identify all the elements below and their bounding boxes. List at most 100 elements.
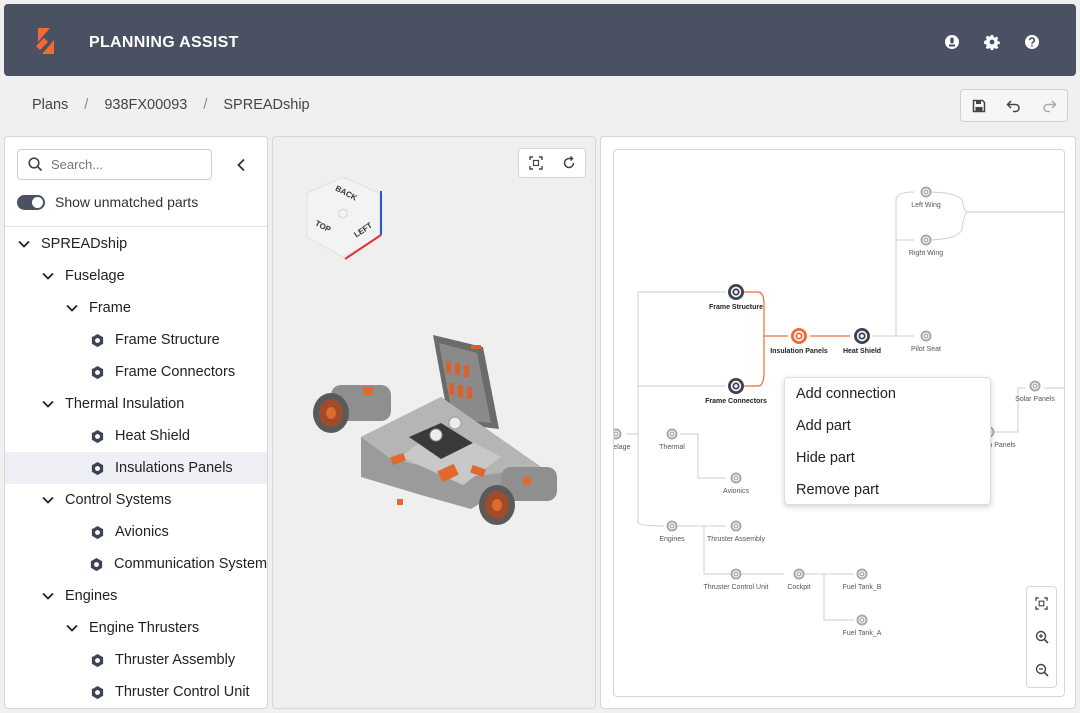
add-connection-menu-item[interactable]: Add connection bbox=[796, 386, 896, 402]
graph-node-label: Solar Panels bbox=[1015, 395, 1055, 403]
tree-item-label: Fuselage bbox=[65, 268, 125, 284]
redo-icon bbox=[1043, 99, 1057, 112]
collapse-panel-button[interactable] bbox=[231, 155, 251, 175]
tree-part-item[interactable]: Thruster Assembly bbox=[5, 644, 267, 676]
tree-item-label: Control Systems bbox=[65, 492, 172, 508]
chevron-down-icon[interactable] bbox=[65, 621, 79, 635]
chevron-down-icon[interactable] bbox=[41, 397, 55, 411]
graph-node-fuselage[interactable] bbox=[614, 428, 622, 440]
tree-group-item[interactable]: SPREADship bbox=[5, 228, 267, 260]
tree-item-label: Communication Systems bbox=[114, 556, 268, 572]
app-header: PLANNING ASSIST bbox=[4, 4, 1076, 76]
zoom-in-button[interactable] bbox=[1027, 620, 1056, 653]
chevron-down-icon[interactable] bbox=[41, 493, 55, 507]
add-part-menu-item[interactable]: Add part bbox=[796, 418, 851, 434]
tree-group-item[interactable]: Fuselage bbox=[5, 260, 267, 292]
show-unmatched-label: Show unmatched parts bbox=[55, 194, 199, 210]
tree-part-item[interactable]: Avionics bbox=[5, 516, 267, 548]
spaceship-3d-model[interactable] bbox=[301, 327, 571, 537]
tree-item-label: Thruster Assembly bbox=[115, 652, 236, 668]
graph-node-solar-panels[interactable] bbox=[1029, 380, 1041, 392]
graph-node-engines[interactable] bbox=[666, 520, 678, 532]
tree-part-item[interactable]: Thruster Control Unit bbox=[5, 676, 267, 708]
tree-item-label: Avionics bbox=[115, 524, 169, 540]
graph-node-label: Frame Structure bbox=[708, 304, 764, 311]
graph-node-thruster-control-unit[interactable] bbox=[730, 568, 742, 580]
fit-graph-button[interactable] bbox=[1027, 587, 1056, 620]
graph-node-left-wing[interactable] bbox=[920, 186, 932, 198]
graph-node-cockpit[interactable] bbox=[793, 568, 805, 580]
reset-view-button[interactable] bbox=[552, 149, 585, 177]
graph-node-label: Cockpit bbox=[787, 583, 811, 591]
graph-node-label: Heat Shield bbox=[842, 348, 882, 355]
hide-part-menu-item[interactable]: Hide part bbox=[796, 450, 855, 466]
part-hex-icon bbox=[89, 332, 105, 348]
tree-part-item[interactable]: Insulations Panels bbox=[5, 452, 267, 484]
chevron-left-icon bbox=[237, 158, 245, 172]
help-icon[interactable] bbox=[1022, 32, 1042, 52]
zoom-out-button[interactable] bbox=[1027, 654, 1056, 687]
graph-node-label: Frame Connectors bbox=[705, 398, 767, 405]
tree-part-item[interactable]: Frame Connectors bbox=[5, 356, 267, 388]
gear-icon[interactable] bbox=[982, 32, 1002, 52]
graph-node-markers bbox=[614, 186, 1041, 626]
tree-item-label: Frame bbox=[89, 300, 131, 316]
graph-node-thruster-assembly[interactable] bbox=[730, 520, 742, 532]
search-input[interactable] bbox=[51, 157, 201, 172]
chevron-down-icon[interactable] bbox=[41, 589, 55, 603]
graph-node-heat-shield[interactable] bbox=[854, 328, 870, 344]
tree-group-item[interactable]: Engines bbox=[5, 580, 267, 612]
graph-node-thermal[interactable] bbox=[666, 428, 678, 440]
graph-node-label: Engines bbox=[659, 535, 685, 543]
graph-node-pilot-seat[interactable] bbox=[920, 330, 932, 342]
undo-icon bbox=[1006, 99, 1021, 112]
graph-node-fuel-tank-b[interactable] bbox=[856, 568, 868, 580]
edit-toolbar bbox=[960, 89, 1068, 122]
breadcrumb-plans[interactable]: Plans bbox=[32, 97, 69, 113]
graph-node-right-wing[interactable] bbox=[920, 234, 932, 246]
tree-item-label: Engine Thrusters bbox=[89, 620, 200, 636]
graph-node-label: Thruster Assembly bbox=[707, 535, 765, 543]
graph-node-label: Insulation Panels bbox=[770, 348, 828, 355]
tree-item-label: Thermal Insulation bbox=[65, 396, 185, 412]
breadcrumb-plan-id[interactable]: 938FX00093 bbox=[104, 97, 188, 113]
tree-group-item[interactable]: Control Systems bbox=[5, 484, 267, 516]
graph-node-label: Fuselage bbox=[613, 443, 631, 451]
chevron-down-icon[interactable] bbox=[41, 269, 55, 283]
tree-part-item[interactable]: Communication Systems bbox=[5, 548, 267, 580]
remove-part-menu-item[interactable]: Remove part bbox=[796, 482, 880, 498]
tree-part-item[interactable]: Heat Shield bbox=[5, 420, 267, 452]
breadcrumb-separator: / bbox=[84, 97, 89, 113]
breadcrumb-current: SPREADship bbox=[223, 97, 310, 113]
graph-node-avionics[interactable] bbox=[730, 472, 742, 484]
chevron-down-icon[interactable] bbox=[65, 301, 79, 315]
zoom-out-icon bbox=[1035, 664, 1049, 677]
tree-item-label: Frame Connectors bbox=[115, 364, 236, 380]
graph-node-label: Pilot Seat bbox=[911, 345, 941, 353]
zoom-tools bbox=[1026, 586, 1057, 688]
fit-view-button[interactable] bbox=[519, 149, 552, 177]
undo-button[interactable] bbox=[996, 90, 1031, 121]
app-logo-icon bbox=[36, 28, 54, 54]
chevron-down-icon[interactable] bbox=[17, 237, 31, 251]
graph-node-insulation-panels[interactable] bbox=[791, 328, 807, 344]
graph-node-label: Fuel Tank_A bbox=[842, 629, 882, 637]
view-cube[interactable]: BACK TOP LEFT bbox=[301, 173, 385, 261]
show-unmatched-toggle[interactable] bbox=[17, 195, 45, 210]
tree-part-item[interactable]: Frame Structure bbox=[5, 324, 267, 356]
redo-button[interactable] bbox=[1032, 90, 1067, 121]
tree-item-label: Frame Structure bbox=[115, 332, 220, 348]
graph-node-frame-connectors[interactable] bbox=[728, 378, 744, 394]
tree-group-item[interactable]: Thermal Insulation bbox=[5, 388, 267, 420]
tree-group-item[interactable]: Frame bbox=[5, 292, 267, 324]
part-hex-icon bbox=[89, 652, 105, 668]
notifications-icon[interactable] bbox=[942, 32, 962, 52]
search-box bbox=[17, 149, 212, 180]
graph-node-fuel-tank-a[interactable] bbox=[856, 614, 868, 626]
save-button[interactable] bbox=[961, 90, 996, 121]
tree-group-item[interactable]: Engine Thrusters bbox=[5, 612, 267, 644]
graph-node-frame-structure[interactable] bbox=[728, 284, 744, 300]
parts-tree-panel: Show unmatched parts SPREADshipFuselageF… bbox=[4, 136, 268, 709]
